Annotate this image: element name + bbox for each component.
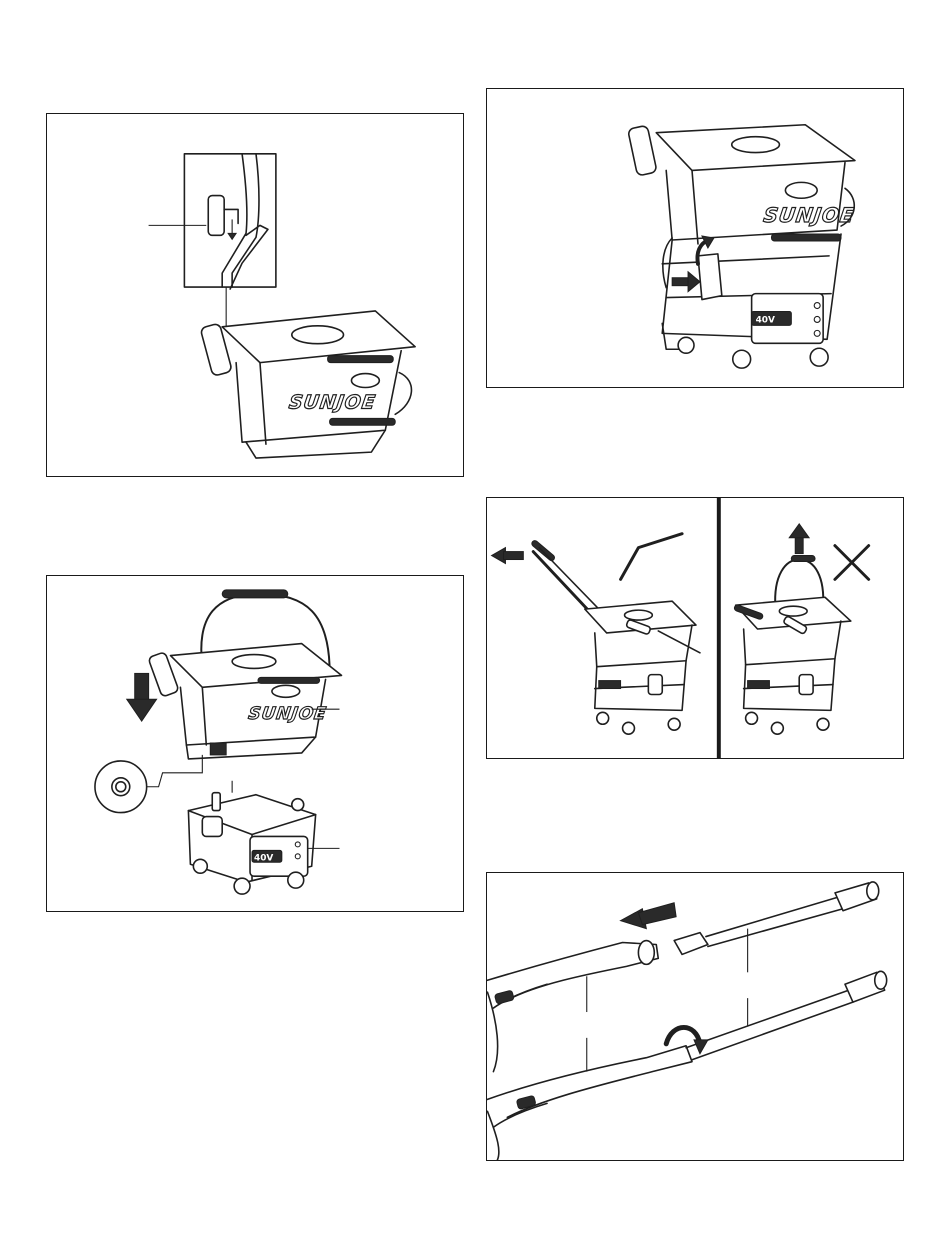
figure-hook-tank-drawing: SUNJOE [47,114,463,476]
arrow-left-icon [621,903,677,929]
brand-logo: SUNJOE [762,203,856,227]
figure-mount-tank: SUNJOE 40V [46,575,464,912]
spray-gun-connected [487,1046,692,1160]
hook-arm [224,209,238,223]
tank-illustration-incorrect [734,556,851,735]
arrow-down-icon [228,219,236,239]
detail-inset [184,154,275,287]
valve-detail [95,755,202,813]
hook-clip [208,196,224,236]
figure-hook-tank: SUNJOE [46,113,464,477]
figure-tank-latch: SUNJOE 40V [486,88,904,388]
figure-wand-connect [486,872,904,1161]
base-unit-illustration: 40V [188,793,315,894]
figure-tank-latch-drawing: SUNJOE 40V [487,89,903,387]
figure-carry-handle [486,497,904,759]
tank-illustration: SUNJOE [148,590,341,759]
arrow-right-icon [672,272,700,292]
arrow-down-icon [127,673,157,721]
battery-badge: 40V [254,853,273,863]
arrow-up-icon [789,524,809,554]
tank-illustration-correct [531,539,700,734]
spray-wand-separated [674,882,879,954]
cross-icon [835,546,869,580]
check-icon [621,534,683,580]
spray-gun-separated [487,941,658,1072]
tank-illustration: SUNJOE [200,311,415,458]
hose-arm [230,225,268,289]
tank-illustration: SUNJOE 40V [628,125,857,368]
spray-wand-connected [686,971,887,1059]
figure-mount-tank-drawing: SUNJOE 40V [47,576,463,911]
brand-logo: SUNJOE [288,391,378,413]
battery-badge: 40V [756,315,775,325]
hose-detail [222,154,247,287]
brand-logo: SUNJOE [247,704,328,724]
hose-detail-edge [232,154,259,287]
figure-carry-handle-drawing [487,498,903,758]
arrow-left-icon [492,548,524,564]
figure-wand-connect-drawing [487,873,903,1160]
